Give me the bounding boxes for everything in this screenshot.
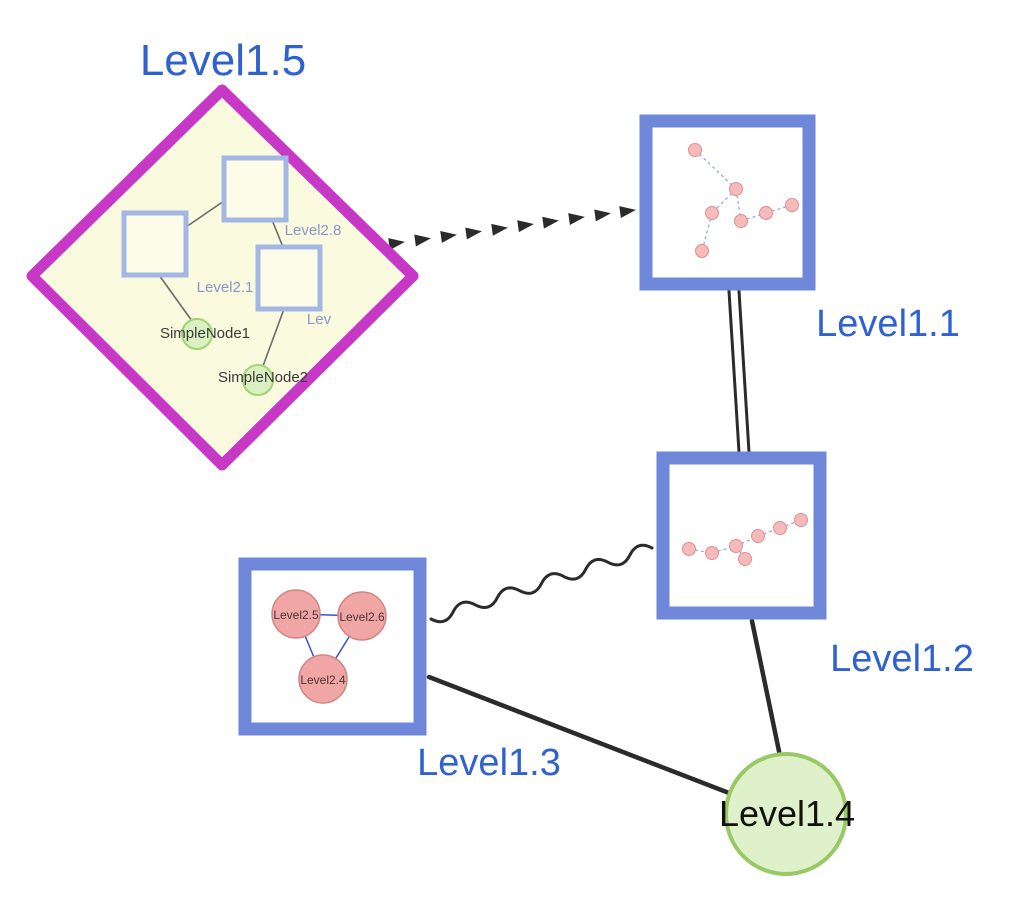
edge-level15-to-level11-dashed-arrow[interactable] (388, 206, 636, 251)
level11-mini-graph (688, 143, 799, 258)
double-line-2 (737, 289, 751, 454)
label-simplenode2: SimpleNode2 (217, 369, 309, 386)
node-level14-circle[interactable] (724, 752, 848, 876)
node-level26[interactable] (337, 591, 387, 641)
label-level25: Level2.5 (273, 608, 319, 622)
mini-node[interactable] (682, 542, 696, 556)
mini-node[interactable] (705, 206, 719, 220)
mini-edge (740, 212, 767, 222)
label-level15: Level1.5 (139, 36, 307, 85)
mini-node[interactable] (785, 198, 799, 212)
mini-node[interactable] (688, 143, 702, 157)
mini-node[interactable] (751, 529, 765, 543)
mini-node[interactable] (705, 546, 719, 560)
node-level11-box[interactable] (639, 114, 816, 291)
edge-level21-level28 (185, 200, 225, 228)
label-level14: Level1.4 (718, 793, 856, 834)
level12-mini-graph (682, 513, 808, 566)
node-level13-box[interactable] (238, 557, 427, 736)
double-line-1 (727, 289, 741, 454)
label-level12: Level1.2 (830, 638, 974, 680)
mini-node[interactable] (734, 214, 748, 228)
mini-node[interactable] (695, 244, 709, 258)
node-simplenode2[interactable] (242, 364, 274, 396)
label-level28: Level2.8 (284, 222, 342, 239)
node-simplenode1[interactable] (181, 318, 213, 350)
label-level13: Level1.3 (417, 742, 561, 784)
mini-node[interactable] (738, 552, 752, 566)
mini-node[interactable] (729, 182, 743, 196)
node-level28-square[interactable] (221, 155, 289, 223)
mini-edge (765, 204, 793, 214)
label-level26: Level2.6 (339, 610, 385, 624)
mini-node[interactable] (794, 513, 808, 527)
node-level12-box[interactable] (656, 451, 827, 620)
edge-level13-level14[interactable] (426, 674, 732, 796)
label-level24: Level2.4 (300, 673, 346, 687)
edge-levelx-simplenode2 (262, 308, 285, 367)
node-levelx-square[interactable] (255, 244, 323, 312)
mini-node[interactable] (729, 539, 743, 553)
label-level21: Level2.1 (196, 279, 254, 296)
label-levelx-truncated: Lev (306, 311, 332, 328)
edge-level21-simplenode1 (158, 274, 193, 322)
edge-level28-levelx (271, 219, 284, 248)
label-level11: Level1.1 (816, 303, 960, 345)
edge-level12-level14[interactable] (749, 618, 783, 759)
edge-level11-level12-double-line[interactable] (727, 289, 751, 454)
node-level24[interactable] (298, 654, 348, 704)
edge-level13-level12-wavy[interactable] (429, 543, 654, 624)
label-simplenode1: SimpleNode1 (159, 325, 251, 342)
node-level15-diamond[interactable] (26, 84, 419, 471)
node-level25[interactable] (271, 589, 321, 639)
node-level21-square[interactable] (121, 210, 189, 278)
mini-node[interactable] (759, 206, 773, 220)
mini-node[interactable] (773, 521, 787, 535)
